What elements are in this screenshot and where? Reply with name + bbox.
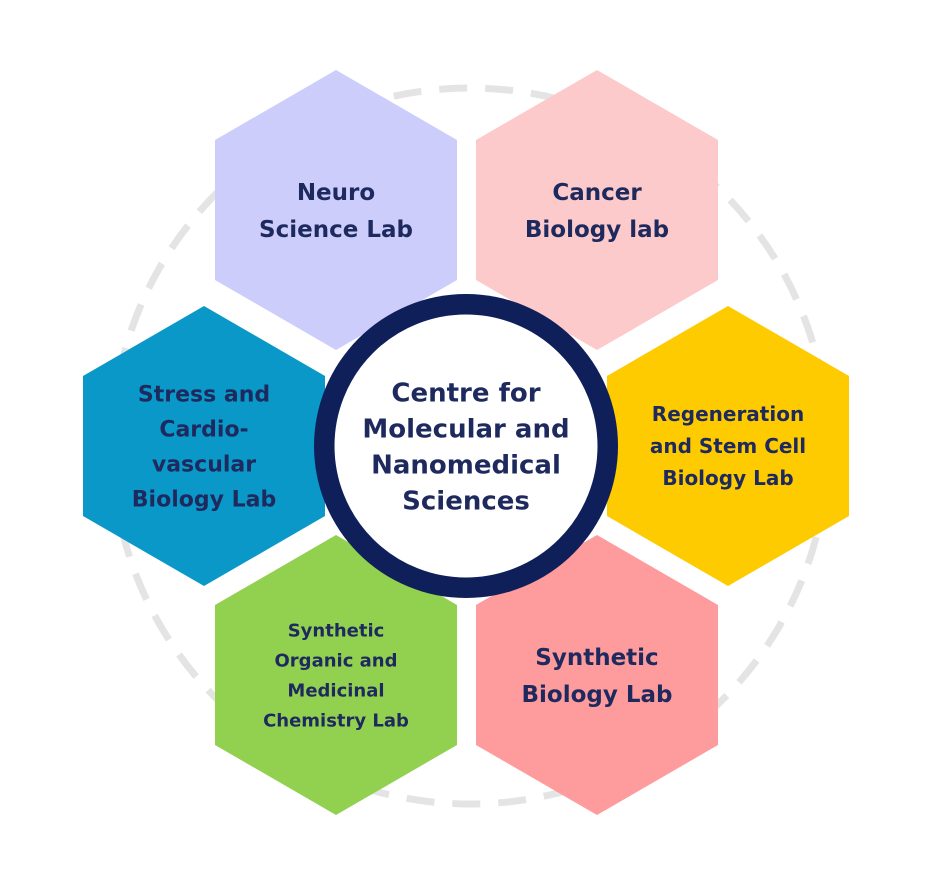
- center-title-line: Centre for: [391, 378, 540, 408]
- hexagon-shape-synthetic-organic: [215, 535, 457, 815]
- hexagon-shape-cancer: [476, 70, 718, 350]
- lab-label-line: Stress and: [138, 382, 270, 407]
- center-title-line: Nanomedical: [371, 450, 561, 480]
- hexagon-shape-synthetic-biology: [476, 535, 718, 815]
- lab-label-line: Synthetic: [288, 620, 385, 641]
- lab-label-line: Biology Lab: [521, 682, 672, 708]
- center-disc: [331, 311, 601, 581]
- lab-label-line: Cardio-: [159, 417, 248, 442]
- center-title-line: Molecular and: [362, 414, 569, 444]
- lab-label-line: Synthetic: [535, 645, 658, 671]
- lab-label-line: Biology Lab: [132, 487, 276, 512]
- hexagon-shape-regeneration: [607, 306, 849, 586]
- lab-label-line: Neuro: [297, 180, 375, 206]
- lab-label-line: Cancer: [552, 180, 642, 206]
- hexagon-shape-stress-cardio: [83, 306, 325, 586]
- lab-label-line: and Stem Cell: [650, 434, 806, 458]
- center-title-line: Sciences: [402, 486, 530, 516]
- lab-label-line: Science Lab: [259, 217, 413, 243]
- lab-label-line: Regeneration: [652, 402, 804, 426]
- lab-label-line: vascular: [152, 452, 256, 477]
- lab-label-line: Chemistry Lab: [263, 710, 409, 731]
- lab-label-line: Medicinal: [287, 680, 384, 701]
- lab-label-line: Organic and: [275, 650, 398, 671]
- hexagon-shape-neuro: [215, 70, 457, 350]
- lab-label-line: Biology Lab: [662, 466, 793, 490]
- lab-label-line: Biology lab: [525, 217, 669, 243]
